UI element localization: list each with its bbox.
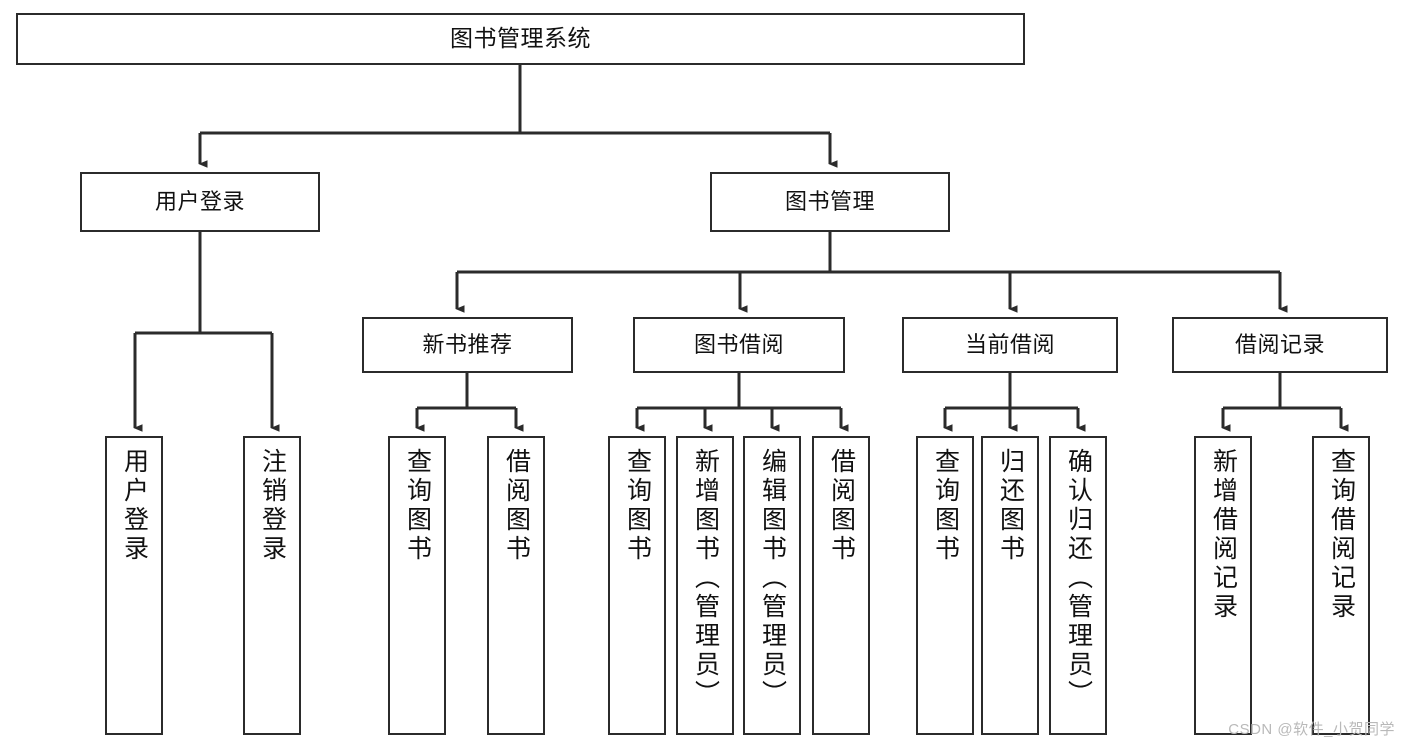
node-label: 用户登录 — [120, 448, 149, 564]
node-label: 注销登录 — [258, 448, 287, 564]
csdn-watermark: CSDN @软件_小贺同学 — [1228, 721, 1395, 738]
node-user-login[interactable]: 用户登录 — [80, 172, 320, 232]
node-label: 查询图书 — [623, 448, 652, 564]
node-label: 新书推荐 — [422, 331, 513, 357]
leaf-confirm-return-admin[interactable]: 确认归还（管理员） — [1049, 436, 1107, 735]
node-label: 查询借阅记录 — [1327, 448, 1356, 622]
node-label: 新增借阅记录 — [1209, 448, 1238, 622]
node-label: 图书管理 — [784, 188, 875, 214]
node-book-borrowing[interactable]: 图书借阅 — [633, 317, 845, 373]
node-label: 借阅记录 — [1234, 331, 1325, 357]
leaf-add-book-admin[interactable]: 新增图书（管理员） — [676, 436, 734, 735]
node-label: 借阅图书 — [827, 448, 856, 564]
node-label: 用户登录 — [154, 188, 245, 214]
leaf-query-book-current[interactable]: 查询图书 — [916, 436, 974, 735]
node-label: 查询图书 — [931, 448, 960, 564]
leaf-logout[interactable]: 注销登录 — [243, 436, 301, 735]
leaf-user-login[interactable]: 用户登录 — [105, 436, 163, 735]
node-book-management[interactable]: 图书管理 — [710, 172, 950, 232]
node-label: 编辑图书（管理员） — [758, 448, 787, 709]
node-label: 当前借阅 — [964, 331, 1055, 357]
node-root-book-management-system[interactable]: 图书管理系统 — [16, 13, 1025, 65]
leaf-query-borrow-record[interactable]: 查询借阅记录 — [1312, 436, 1370, 735]
node-label: 新增图书（管理员） — [691, 448, 720, 709]
node-label: 确认归还（管理员） — [1064, 448, 1093, 709]
node-new-book-recommendation[interactable]: 新书推荐 — [362, 317, 573, 373]
node-borrowing-record[interactable]: 借阅记录 — [1172, 317, 1388, 373]
leaf-return-book[interactable]: 归还图书 — [981, 436, 1039, 735]
node-label: 借阅图书 — [502, 448, 531, 564]
leaf-borrow-book[interactable]: 借阅图书 — [812, 436, 870, 735]
node-label: 图书管理系统 — [450, 25, 591, 52]
node-current-borrowing[interactable]: 当前借阅 — [902, 317, 1118, 373]
node-label: 归还图书 — [996, 448, 1025, 564]
node-label: 图书借阅 — [693, 331, 784, 357]
leaf-edit-book-admin[interactable]: 编辑图书（管理员） — [743, 436, 801, 735]
leaf-add-borrow-record[interactable]: 新增借阅记录 — [1194, 436, 1252, 735]
node-label: 查询图书 — [403, 448, 432, 564]
leaf-borrow-book-newbook[interactable]: 借阅图书 — [487, 436, 545, 735]
leaf-query-book-newbook[interactable]: 查询图书 — [388, 436, 446, 735]
leaf-query-book-borrow[interactable]: 查询图书 — [608, 436, 666, 735]
